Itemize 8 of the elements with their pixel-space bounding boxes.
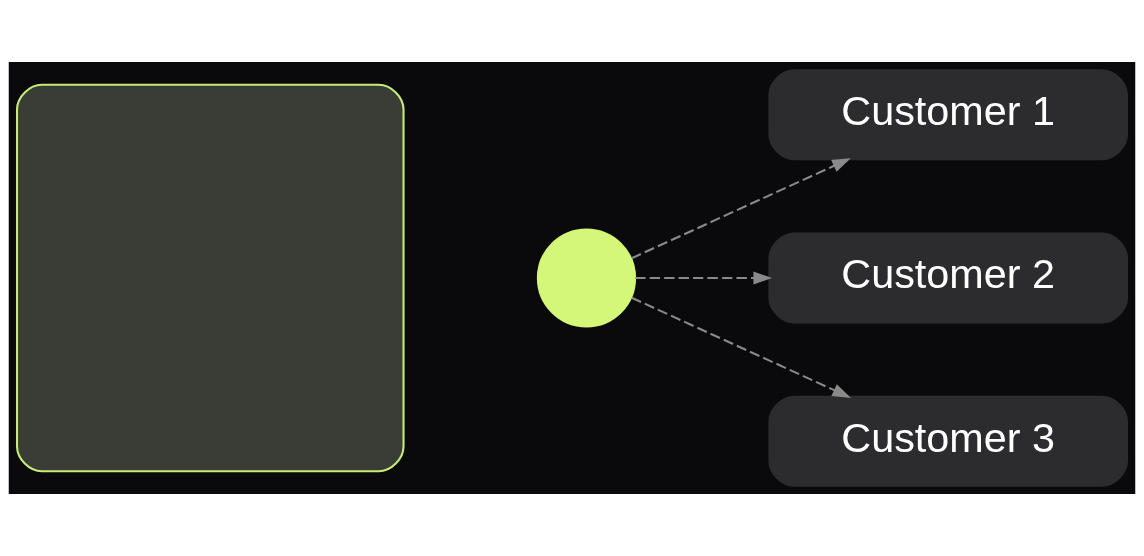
node-circle <box>536 228 637 328</box>
node-box: Customer 1 <box>768 69 1129 161</box>
node-box: Customer 3 <box>768 395 1129 487</box>
arrow <box>631 158 851 260</box>
arrow <box>635 271 773 285</box>
node-box: Customer 2 <box>768 232 1129 324</box>
arrow <box>631 296 852 398</box>
node-box <box>15 83 405 473</box>
